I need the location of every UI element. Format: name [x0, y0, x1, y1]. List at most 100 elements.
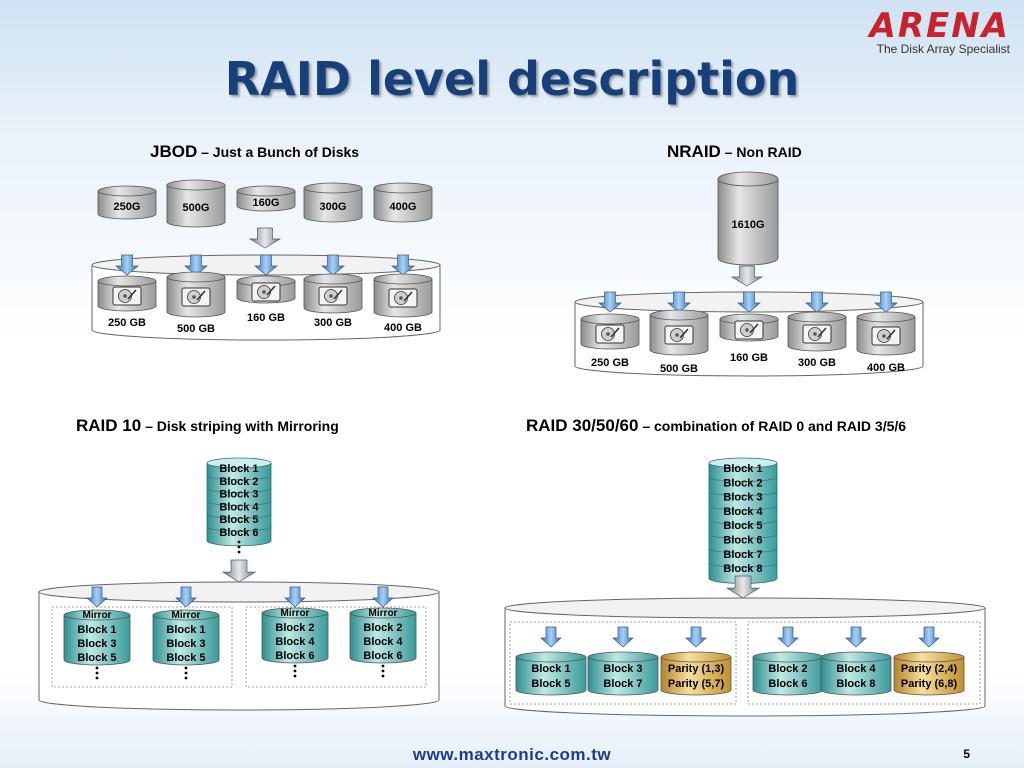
raid10-disk	[63, 609, 131, 666]
down-arrow-icon	[777, 626, 799, 648]
hard-drive-icon	[112, 286, 142, 306]
jbod-title-strong: JBOD	[150, 142, 198, 161]
stack-block-label: Block 5	[219, 514, 258, 526]
jbod-title: JBOD – Just a Bunch of Disks	[150, 142, 359, 162]
ellipsis-icon	[381, 664, 385, 678]
ellipsis-icon	[293, 664, 297, 678]
down-arrow-icon	[612, 626, 634, 648]
jbod-source-disk-label: 400G	[390, 201, 417, 213]
down-arrow-icon	[598, 291, 622, 313]
raid10-disk-block: Block 6	[363, 650, 402, 662]
down-arrow-icon	[115, 254, 139, 276]
raid10-disk-block: Block 1	[166, 624, 205, 636]
raid30-parity-disk	[660, 651, 732, 696]
raid10-title-strong: RAID 10	[76, 416, 142, 435]
hard-drive-icon	[318, 286, 348, 306]
raid10-disk-block: Block 2	[363, 622, 402, 634]
down-arrow-icon	[874, 291, 898, 313]
distribute-arrow-icon	[221, 559, 257, 583]
stack-block-label: Block 2	[723, 477, 762, 489]
raid10-disk-block: Block 4	[275, 636, 315, 648]
mirror-label: Mirror	[281, 608, 310, 619]
down-arrow-icon	[667, 291, 691, 313]
nraid-title-strong: NRAID	[667, 142, 721, 161]
distribute-arrow-icon	[725, 575, 761, 599]
jbod-title-rest: – Just a Bunch of Disks	[197, 144, 360, 160]
down-arrow-icon	[805, 291, 829, 313]
hard-drive-icon	[181, 287, 211, 307]
mirror-label: Mirror	[83, 610, 112, 621]
mirror-label: Mirror	[369, 608, 398, 619]
nraid-title: NRAID – Non RAID	[667, 142, 802, 162]
raid30-parity-group	[509, 621, 737, 705]
stack-block-label: Block 8	[723, 563, 762, 575]
hard-drive-icon	[871, 326, 901, 346]
nraid-array-disk-label: 500 GB	[660, 363, 698, 375]
ellipsis-icon	[95, 666, 99, 680]
stack-block-label: Block 2	[219, 476, 258, 488]
mirror-label: Mirror	[172, 610, 201, 621]
raid30-disk-block: Block 8	[836, 678, 875, 690]
jbod-source-disk	[303, 182, 363, 223]
raid10-mirror-group	[51, 606, 233, 688]
down-arrow-icon	[918, 626, 940, 648]
down-arrow-icon	[372, 586, 394, 608]
jbod-source-disk-label: 250G	[114, 201, 141, 213]
raid10-disk	[349, 607, 417, 664]
page-number: 5	[963, 747, 970, 761]
nraid-array-disk-label: 160 GB	[730, 352, 768, 364]
raid10-disk-block: Block 5	[77, 652, 116, 664]
nraid-title-rest: – Non RAID	[720, 144, 802, 160]
stack-block-label: Block 3	[219, 489, 258, 501]
parity-label: Parity (2,4)	[901, 663, 958, 675]
logo: ARENA	[869, 6, 1010, 46]
jbod-source-disk-label: 500G	[183, 202, 210, 214]
raid10-title: RAID 10 – Disk striping with Mirroring	[76, 416, 339, 436]
nraid-source-disk-label: 1610G	[731, 219, 764, 231]
raid30-parity-disk	[893, 651, 965, 696]
raid10-disk-block: Block 6	[275, 650, 314, 662]
ellipsis-icon	[184, 666, 188, 680]
raid10-disk-block: Block 3	[166, 638, 205, 650]
raid30-disk-block: Block 4	[836, 663, 876, 675]
raid30-disk-block: Block 7	[603, 678, 642, 690]
footer-url[interactable]: www.maxtronic.com.tw	[412, 745, 612, 764]
hard-drive-icon	[388, 288, 418, 308]
raid30-parity-group	[747, 621, 981, 705]
down-arrow-icon	[86, 586, 108, 608]
jbod-array-disk-label: 400 GB	[384, 322, 422, 334]
jbod-source-disk-label: 300G	[320, 201, 347, 213]
raid30-data-disk	[820, 651, 892, 696]
jbod-source-disk-label: 160G	[253, 197, 280, 209]
raid10-disk-block: Block 1	[77, 624, 116, 636]
raid30-title-strong: RAID 30/50/60	[526, 416, 639, 435]
raid10-disk-block: Block 3	[77, 638, 116, 650]
nraid-array-disk-label: 250 GB	[591, 357, 629, 369]
jbod-source-disk	[373, 182, 433, 223]
jbod-source-disk	[166, 179, 226, 228]
down-arrow-icon	[737, 291, 761, 313]
raid30-disk-block: Block 5	[531, 678, 570, 690]
down-arrow-icon	[321, 254, 345, 276]
nraid-array-disk-label: 400 GB	[867, 362, 905, 374]
down-arrow-icon	[284, 586, 306, 608]
hard-drive-icon	[251, 282, 281, 302]
stack-block-label: Block 6	[219, 527, 258, 539]
raid10-disk	[152, 609, 220, 666]
raid30-data-disk	[515, 651, 587, 696]
stack-block-label: Block 4	[723, 506, 763, 518]
raid10-disk-block: Block 5	[166, 652, 205, 664]
jbod-source-disk	[97, 185, 157, 220]
parity-label: Parity (5,7)	[668, 678, 725, 690]
stack-block-label: Block 6	[723, 535, 762, 547]
hard-drive-icon	[734, 320, 764, 340]
raid30-title-rest: – combination of RAID 0 and RAID 3/5/6	[638, 418, 907, 434]
page-title: RAID level description	[224, 52, 800, 106]
raid10-disk-block: Block 2	[275, 622, 314, 634]
raid30-disk-block: Block 1	[531, 663, 570, 675]
down-arrow-icon	[685, 626, 707, 648]
raid10-mirror-group	[245, 606, 427, 688]
